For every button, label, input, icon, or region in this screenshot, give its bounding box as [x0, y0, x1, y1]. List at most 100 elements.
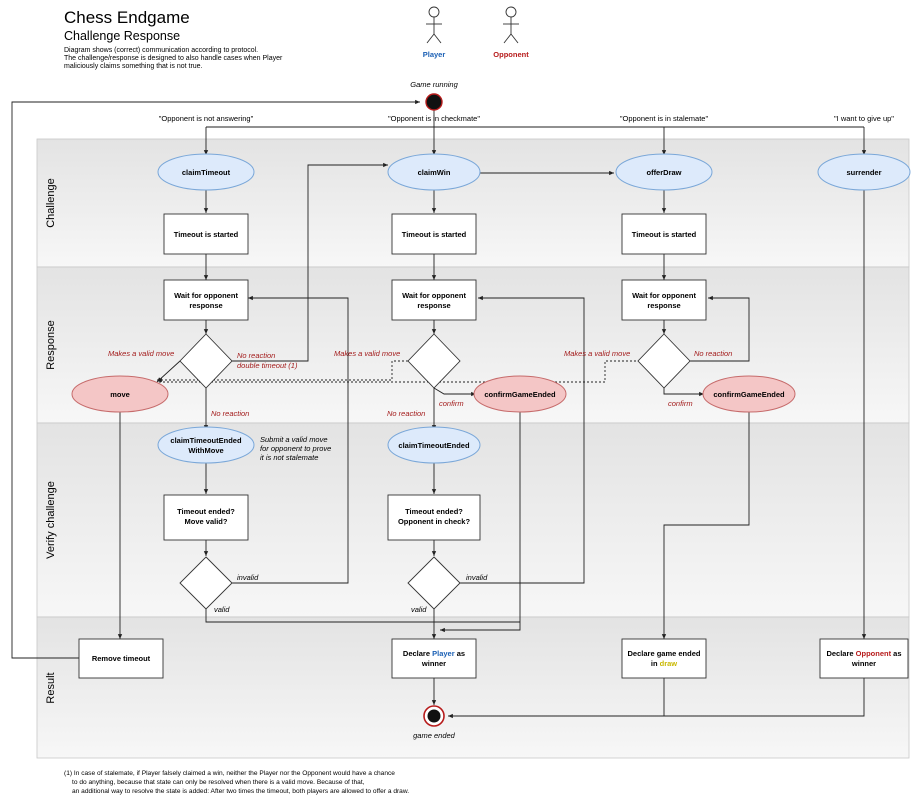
edge-label-no-reaction: No reaction	[387, 409, 425, 418]
confirm-game-ended-node	[702, 375, 796, 413]
end-node-inner	[427, 709, 441, 723]
description-line: The challenge/response is designed to al…	[64, 55, 283, 62]
declare-player-box	[391, 638, 477, 679]
timeout-move-valid-box	[163, 494, 249, 541]
timeout-move-valid-label: Move valid?	[185, 517, 228, 526]
diagram-subtitle: Challenge Response	[64, 29, 180, 43]
decision-diamond	[407, 556, 461, 610]
lane-result	[36, 616, 910, 759]
timeout-started-label: Timeout is started	[174, 230, 239, 239]
timeout-check-label: Opponent in check?	[398, 517, 471, 526]
timeout-move-valid-label: Timeout ended?	[177, 507, 235, 516]
claim-timeout-label: claimTimeout	[182, 168, 231, 177]
declare-player-label-2: winner	[421, 659, 446, 668]
decision-diamond	[637, 333, 691, 389]
edge-label-makes-valid-move: Makes a valid move	[564, 349, 630, 358]
claim-timeout-ended-node	[387, 426, 481, 464]
edge-label-no-reaction: No reaction	[237, 351, 275, 360]
remove-timeout-box	[78, 638, 164, 679]
surrender-label: surrender	[846, 168, 881, 177]
timeout-started-label: Timeout is started	[402, 230, 467, 239]
claim-win-label: claimWin	[418, 168, 451, 177]
confirm-game-ended-label: confirmGameEnded	[484, 390, 556, 399]
lane-label-result: Result	[45, 672, 57, 703]
move-node	[71, 375, 169, 413]
decision-diamond	[179, 556, 233, 610]
wait-response-label: response	[647, 301, 680, 310]
edge-label-invalid: invalid	[237, 573, 259, 582]
timeout-started-box	[391, 213, 477, 255]
edge-confirm-3	[663, 388, 704, 397]
declare-draw-box	[621, 638, 707, 679]
edge-label-makes-valid-move: Makes a valid move	[334, 349, 400, 358]
wait-response-box	[163, 279, 249, 321]
edge-double-timeout	[232, 162, 388, 362]
edge-confirm-2	[433, 387, 476, 397]
wait-response-label: response	[189, 301, 222, 310]
timeout-started-box	[163, 213, 249, 255]
edge-label-confirm: confirm	[668, 399, 693, 408]
edge-label-double-timeout: double timeout (1)	[237, 361, 298, 370]
footnote-line: an additional way to resolve the state i…	[72, 788, 409, 795]
offer-draw-node	[615, 153, 713, 191]
edge-invalid-2	[460, 295, 585, 584]
player-actor-icon	[426, 6, 442, 44]
decision-diamond	[179, 333, 233, 389]
submit-note-line: it is not stalemate	[260, 453, 318, 462]
edge-label-confirm: confirm	[439, 399, 464, 408]
declare-player-label: Declare Player as	[403, 649, 465, 658]
footnote-line: to do anything, because that state can o…	[72, 779, 365, 786]
confirm-game-ended-node	[473, 375, 567, 413]
edge-confirm-to-player	[440, 411, 521, 633]
declare-opponent-box	[819, 638, 909, 679]
decision-diamond	[407, 333, 461, 389]
submit-note-line: Submit a valid move	[260, 435, 328, 444]
edge-label-invalid: invalid	[466, 573, 488, 582]
move-label: move	[110, 390, 130, 399]
lane-label-verify: Verify challenge	[45, 481, 57, 559]
edge-label-valid: valid	[214, 605, 230, 614]
start-label: Game running	[410, 80, 458, 89]
timeout-started-label: Timeout is started	[632, 230, 697, 239]
description-line: Diagram shows (correct) communication ac…	[64, 47, 258, 54]
timeout-check-label: Timeout ended?	[405, 507, 463, 516]
submit-note-line: for opponent to prove	[260, 444, 331, 453]
opponent-actor-label: Opponent	[493, 50, 529, 59]
edge-valid	[205, 609, 520, 623]
offer-draw-label: offerDraw	[646, 168, 681, 177]
edge-label-no-reaction: No reaction	[211, 409, 249, 418]
edges	[11, 99, 867, 719]
wait-response-label: Wait for opponent	[402, 291, 466, 300]
surrender-node	[817, 153, 911, 191]
remove-timeout-label: Remove timeout	[92, 654, 151, 663]
claim-timeout-node	[157, 153, 255, 191]
edge-confirm-to-draw	[661, 411, 750, 639]
edge-makes-valid-move-3	[157, 360, 640, 383]
description-line: maliciously claims something that is not…	[64, 63, 203, 70]
edge-no-reaction-3	[690, 295, 750, 362]
opponent-actor-icon	[503, 6, 519, 44]
quote-giveup: "I want to give up"	[834, 114, 894, 123]
timeout-started-box	[621, 213, 707, 255]
lane-label-response: Response	[45, 320, 57, 370]
edge-makes-valid-move-2	[157, 360, 408, 383]
edge-label-valid: valid	[411, 605, 427, 614]
confirm-game-ended-label: confirmGameEnded	[713, 390, 785, 399]
edge-label-no-reaction: No reaction	[694, 349, 732, 358]
wait-response-box	[621, 279, 707, 321]
claim-timeout-ended-with-move-label: claimTimeoutEnded	[170, 436, 242, 445]
edge-invalid	[232, 295, 349, 584]
wait-response-label: response	[417, 301, 450, 310]
declare-opponent-label-2: winner	[851, 659, 876, 668]
edge	[664, 678, 865, 717]
footnote-line: (1) In case of stalemate, if Player fals…	[64, 770, 395, 777]
end-label: game ended	[413, 731, 456, 740]
declare-draw-label: Declare game ended	[628, 649, 701, 658]
lane-label-challenge: Challenge	[45, 178, 57, 228]
declare-draw-label-2: in draw	[651, 659, 677, 668]
start-node	[425, 93, 443, 111]
diagram-title: Chess Endgame	[64, 8, 190, 27]
wait-response-label: Wait for opponent	[632, 291, 696, 300]
claim-win-node	[387, 153, 481, 191]
